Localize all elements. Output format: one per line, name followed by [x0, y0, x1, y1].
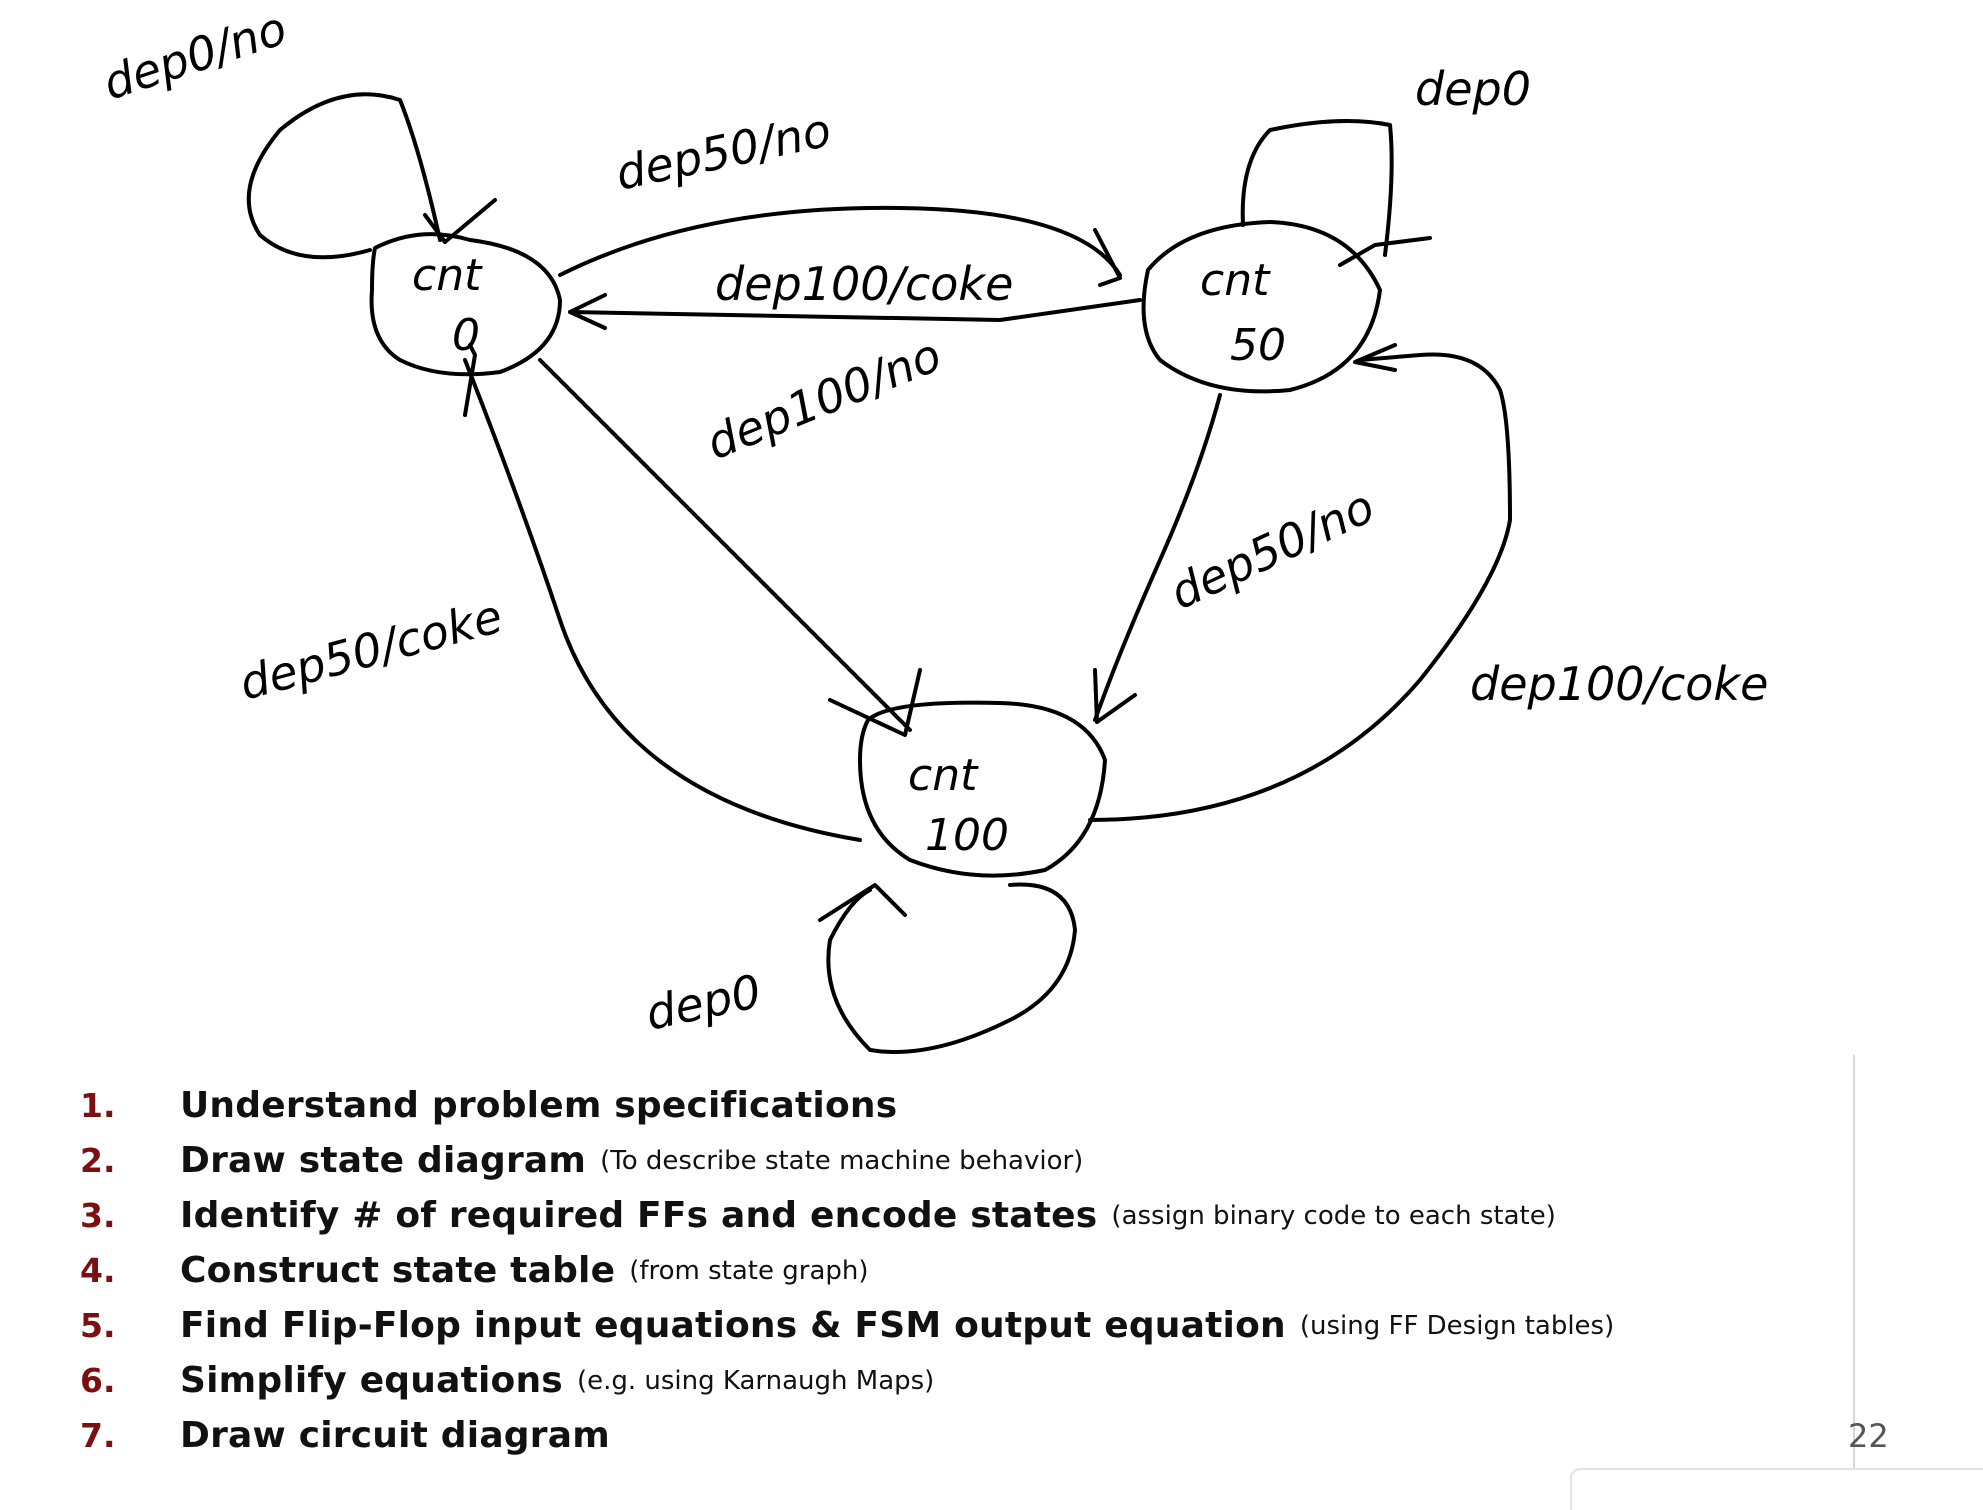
step-2: 2. Draw state diagram (To describe state…: [80, 1133, 1880, 1188]
state-cnt-0: [369, 232, 562, 377]
state-cnt-50-value: 50: [1230, 320, 1286, 371]
edge-s100-s50: [1088, 352, 1512, 822]
label-s50-s0-mid: dep100/coke: [715, 257, 1013, 311]
step-note: (from state graph): [629, 1255, 869, 1286]
edge-s0-s100-b: [463, 358, 862, 842]
step-number: 2.: [80, 1141, 116, 1180]
step-number: 6.: [80, 1361, 116, 1400]
label-s50-self: dep0: [1415, 62, 1531, 116]
label-s0-self: dep0/no: [97, 1, 293, 111]
step-5: 5. Find Flip-Flop input equations & FSM …: [80, 1298, 1880, 1353]
step-number: 3.: [80, 1196, 116, 1235]
state-diagram: cnt 0 cnt 50 cnt 100 dep0/no dep50/no de…: [97, 1, 1768, 1054]
state-cnt-100-value: 100: [925, 810, 1009, 861]
label-s50-s0-top: dep50/no: [611, 103, 835, 201]
step-title: Identify # of required FFs and encode st…: [180, 1195, 1098, 1236]
edge-s100-self: [826, 882, 1077, 1054]
edge-s50-s100: [1093, 393, 1222, 722]
step-note: (To describe state machine behavior): [600, 1145, 1084, 1176]
step-number: 4.: [80, 1251, 116, 1290]
slide-divider: [1853, 1055, 1855, 1495]
step-1: 1. Understand problem specifications: [80, 1078, 1880, 1133]
label-s0-s100-a: dep100/no: [699, 327, 949, 470]
design-steps-list: 1. Understand problem specifications 2. …: [80, 1078, 1880, 1463]
step-title: Draw state diagram: [180, 1140, 587, 1181]
arrowhead-s50-s100: [1093, 668, 1137, 724]
edge-s50-s0-mid: [568, 298, 1142, 322]
step-6: 6. Simplify equations (e.g. using Karnau…: [80, 1353, 1880, 1408]
edge-s50-s0-top: [558, 205, 1122, 277]
state-cnt-0-name: cnt: [412, 250, 483, 301]
step-title: Find Flip-Flop input equations & FSM out…: [180, 1305, 1286, 1346]
state-cnt-100-name: cnt: [908, 750, 979, 801]
label-s100-self: dep0: [641, 964, 766, 1041]
step-4: 4. Construct state table (from state gra…: [80, 1243, 1880, 1298]
arrowhead-s50-s0-top: [1093, 228, 1122, 287]
step-note: (e.g. using Karnaugh Maps): [576, 1365, 935, 1396]
arrowhead-s0-s100: [828, 668, 922, 737]
step-note: (using FF Design tables): [1299, 1310, 1615, 1341]
label-s100-s50: dep100/coke: [1470, 657, 1768, 711]
step-title: Simplify equations: [180, 1360, 563, 1401]
overlay-panel-edge: [1570, 1468, 1983, 1510]
step-number: 7.: [80, 1416, 116, 1455]
state-cnt-50-name: cnt: [1200, 255, 1271, 306]
step-7: 7. Draw circuit diagram: [80, 1408, 1880, 1463]
slide-number: 22: [1848, 1417, 1889, 1455]
step-number: 1.: [80, 1086, 116, 1125]
label-s50-s100: dep50/no: [1162, 479, 1382, 620]
step-number: 5.: [80, 1306, 116, 1345]
arrowhead-s0-up: [463, 343, 477, 417]
label-s0-s100-b: dep50/coke: [234, 589, 508, 711]
arrowhead-s50-s0-mid: [568, 293, 607, 330]
step-title: Understand problem specifications: [180, 1085, 898, 1126]
step-note: (assign binary code to each state): [1111, 1200, 1556, 1231]
state-cnt-50: [1141, 220, 1382, 394]
step-title: Draw circuit diagram: [180, 1415, 610, 1456]
arrowhead-s100-s50: [1353, 343, 1397, 372]
edge-s0-self: [246, 92, 442, 260]
step-3: 3. Identify # of required FFs and encode…: [80, 1188, 1880, 1243]
step-title: Construct state table: [180, 1250, 616, 1291]
arrowhead-s100-self: [818, 883, 907, 922]
state-cnt-0-value: 0: [452, 310, 480, 361]
edge-s0-s100-a: [538, 358, 912, 732]
arrowhead-s0-self: [423, 198, 497, 244]
edge-s50-self: [1240, 119, 1394, 257]
arrowhead-s50-self: [1338, 236, 1432, 267]
state-cnt-100: [858, 700, 1107, 878]
